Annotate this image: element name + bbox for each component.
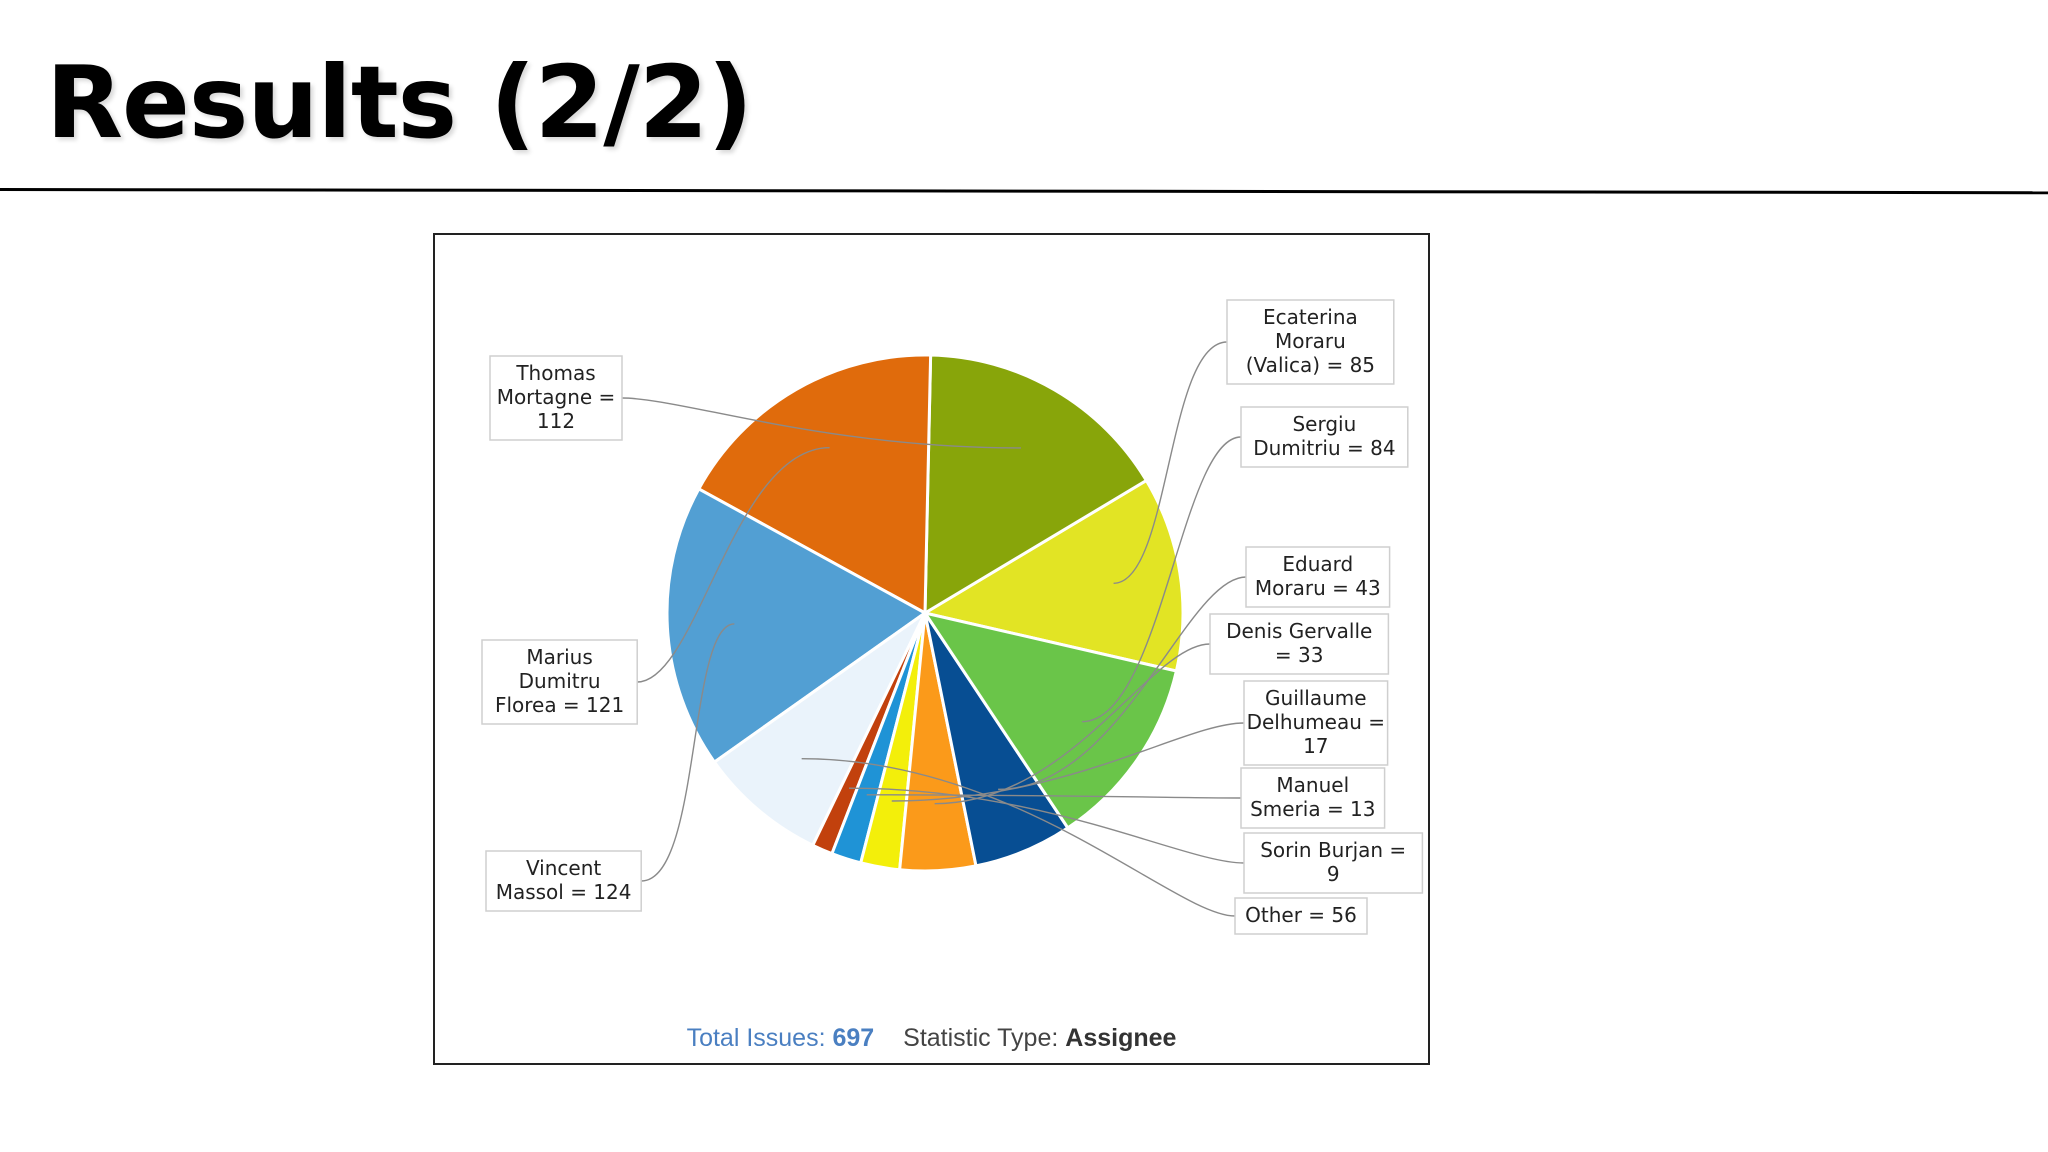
slice-label-line: Massol = 124	[496, 880, 632, 904]
leader-line-4	[801, 758, 1236, 917]
total-issues-value: 697	[832, 1024, 875, 1052]
chart-footer: Total Issues: 697 Statistic Type: Assign…	[435, 1024, 1428, 1053]
pie-slice-10	[921, 610, 1179, 830]
slide-title: Results (2/2)	[46, 44, 753, 161]
slice-label-line: Smeria = 13	[1250, 797, 1375, 821]
slice-label-line: Marius	[526, 645, 592, 669]
pie-slice-1	[923, 353, 1149, 616]
slice-label-box-5	[1243, 832, 1424, 894]
statistic-type-label: Statistic Type:	[903, 1024, 1059, 1052]
slice-label-box-10	[1240, 406, 1409, 468]
slice-label-box-0	[1226, 299, 1395, 385]
leader-line-10	[1081, 436, 1242, 723]
statistic-type-value: Assignee	[1065, 1024, 1177, 1052]
title-divider	[0, 188, 2048, 195]
leader-line-8	[934, 643, 1211, 805]
slice-label-line: Ecaterina	[1263, 305, 1358, 329]
leader-line-9	[998, 576, 1247, 791]
slice-label-box-2	[481, 639, 638, 725]
slice-label-line: Eduard	[1282, 552, 1353, 576]
leader-line-7	[891, 722, 1245, 802]
leader-line-1	[621, 397, 1021, 449]
slice-label-line: = 33	[1275, 643, 1324, 667]
slice-label-line: Guillaume	[1265, 686, 1367, 710]
slice-label-line: Thomas	[515, 361, 595, 385]
slice-label-line: Other = 56	[1245, 903, 1357, 927]
leader-line-6	[866, 794, 1242, 799]
slice-label-box-8	[1209, 613, 1390, 675]
leader-line-0	[1113, 341, 1228, 584]
pie-slice-4	[712, 611, 927, 848]
slice-label-box-9	[1245, 546, 1391, 608]
slice-label-box-3	[485, 850, 642, 912]
slice-label-8: Denis Gervalle= 33	[1209, 613, 1390, 675]
slice-label-box-6	[1240, 767, 1386, 829]
slice-label-5: Sorin Burjan =9	[1243, 832, 1424, 894]
slice-label-line: Mortagne =	[497, 385, 616, 409]
leader-line-3	[641, 623, 735, 882]
pie-slice-3	[665, 486, 928, 765]
slice-label-box-1	[489, 355, 623, 441]
slice-label-line: Dumitriu = 84	[1253, 436, 1395, 460]
leader-line-2	[637, 446, 830, 683]
slice-label-line: Denis Gervalle	[1226, 619, 1372, 643]
slice-label-line: Dumitru	[519, 669, 601, 693]
slice-label-box-4	[1234, 897, 1368, 935]
slice-label-line: 17	[1303, 734, 1328, 758]
total-issues-label: Total Issues:	[686, 1024, 826, 1052]
slice-label-line: Sorin Burjan =	[1260, 838, 1406, 862]
slice-label-line: Moraru = 43	[1255, 576, 1381, 600]
slice-label-line: Vincent	[526, 856, 601, 880]
slice-label-line: (Valica) = 85	[1246, 353, 1375, 377]
slice-label-line: Florea = 121	[495, 693, 624, 717]
slice-label-4: Other = 56	[1234, 897, 1368, 935]
slice-label-line: Sergiu	[1292, 412, 1356, 436]
slice-label-line: Manuel	[1276, 773, 1349, 797]
pie-slice-2	[696, 353, 933, 616]
slice-label-line: 112	[537, 409, 575, 433]
slice-label-box-7	[1243, 680, 1389, 766]
slice-label-line: Moraru	[1275, 329, 1346, 353]
slice-label-line: Delhumeau =	[1247, 710, 1385, 734]
leader-line-5	[848, 787, 1245, 864]
slice-label-line: 9	[1327, 862, 1340, 886]
